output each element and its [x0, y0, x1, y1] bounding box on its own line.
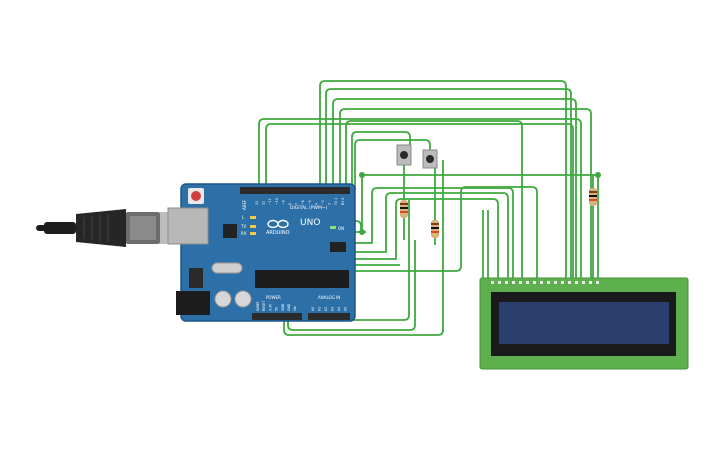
lcd-16x2[interactable] — [479, 277, 689, 370]
digital-pin-label: 7 — [295, 203, 299, 205]
capacitor-1 — [214, 290, 232, 308]
lcd-pin[interactable] — [512, 281, 515, 284]
arduino-uno-board[interactable]: AREF L TX RX DIGITAL (PWM~) UNO ARDUINO … — [167, 183, 356, 322]
lcd-pin[interactable] — [498, 281, 501, 284]
analog-pin-label: A0 — [311, 307, 315, 311]
crystal — [211, 262, 243, 274]
analog-pin-label: A5 — [344, 307, 348, 311]
label-brand: ARDUINO — [266, 230, 290, 236]
lcd-pin[interactable] — [491, 281, 494, 284]
analog-header — [308, 313, 350, 320]
lcd-pin[interactable] — [505, 281, 508, 284]
lcd-pin[interactable] — [519, 281, 522, 284]
lcd-pin[interactable] — [575, 281, 578, 284]
label-on: ON — [338, 226, 344, 231]
label-aref: AREF — [242, 199, 247, 210]
analog-pin-label: A2 — [324, 307, 328, 311]
lcd-pin[interactable] — [554, 281, 557, 284]
power-pin-label: GND — [281, 303, 285, 311]
arduino-logo-icon — [267, 219, 289, 229]
reset-button[interactable] — [188, 188, 204, 204]
resistor-3[interactable] — [589, 188, 597, 206]
power-pin-label: GND — [287, 303, 291, 311]
lcd-pin[interactable] — [582, 281, 585, 284]
wire-4[interactable] — [325, 88, 572, 282]
digital-pin-label: 12 — [262, 201, 266, 205]
label-analog: ANALOG IN — [318, 295, 340, 300]
lcd-pin[interactable] — [533, 281, 536, 284]
power-jack — [176, 291, 210, 315]
label-l: L — [242, 215, 245, 220]
power-pin-label: IOREF — [256, 301, 260, 311]
wire-7[interactable] — [345, 120, 523, 282]
label-uno: UNO — [300, 218, 320, 228]
lcd-pin[interactable] — [589, 281, 592, 284]
usb-chip — [223, 224, 237, 238]
capacitor-2 — [234, 290, 252, 308]
analog-pin-label: A4 — [337, 307, 341, 311]
power-pin-label: 5V — [275, 306, 279, 311]
wire-16[interactable] — [283, 160, 444, 336]
lcd-pin[interactable] — [526, 281, 529, 284]
digital-pin-label: ~9 — [281, 200, 285, 205]
digital-pin-label: ~5 — [308, 200, 312, 205]
digital-pin-label: ~3 — [321, 200, 325, 205]
junctions — [359, 172, 601, 235]
digital-header — [240, 187, 350, 194]
wire-1[interactable] — [258, 118, 582, 282]
label-digital: DIGITAL (PWM~) — [290, 205, 328, 211]
pushbutton-1[interactable] — [396, 144, 412, 166]
analog-pin-label: A1 — [318, 307, 322, 311]
analog-pin-label: A3 — [331, 307, 335, 311]
label-power: POWER — [266, 295, 281, 300]
power-header — [252, 313, 302, 320]
lcd-pin-header — [491, 281, 599, 284]
power-pin-label: Vin — [293, 306, 297, 311]
wire-3[interactable] — [319, 80, 567, 282]
lcd-pin[interactable] — [540, 281, 543, 284]
lcd-pin[interactable] — [547, 281, 550, 284]
usb-cable-icon[interactable] — [36, 209, 184, 247]
digital-pin-label: 2 — [328, 203, 332, 205]
power-pin-label: 3.3V — [268, 303, 272, 311]
lcd-pin[interactable] — [596, 281, 599, 284]
lcd-pin[interactable] — [561, 281, 564, 284]
wire-15[interactable] — [287, 240, 416, 331]
digital-pin-label: ~10 — [275, 198, 279, 205]
wire-5[interactable] — [332, 98, 577, 282]
wire-btn-1[interactable] — [351, 131, 411, 190]
resistor-2[interactable] — [431, 220, 439, 238]
atmega-chip — [255, 270, 349, 288]
label-rx: RX — [241, 231, 247, 236]
regulator — [189, 268, 203, 288]
digital-pin-label: ~11 — [268, 198, 272, 205]
label-tx: TX — [240, 224, 246, 229]
wire-2[interactable] — [265, 123, 574, 282]
resistor-1[interactable] — [400, 200, 408, 218]
wire-btn-2[interactable] — [354, 139, 431, 190]
digital-pin-label: RX 0 — [341, 198, 345, 205]
power-pin-label: RESET — [262, 301, 266, 311]
digital-pin-label: 8 — [288, 203, 292, 205]
digital-pin-label: ~6 — [301, 200, 305, 205]
digital-pin-label: TX 1 — [334, 198, 338, 206]
usb-jack — [167, 207, 209, 245]
lcd-pin[interactable] — [568, 281, 571, 284]
wire-6[interactable] — [339, 108, 592, 282]
pushbutton-2[interactable] — [422, 149, 438, 169]
digital-pin-label: 4 — [314, 203, 318, 205]
digital-pin-label: 13 — [255, 201, 259, 205]
lcd-screen — [499, 302, 669, 344]
icsp-header — [330, 242, 346, 252]
